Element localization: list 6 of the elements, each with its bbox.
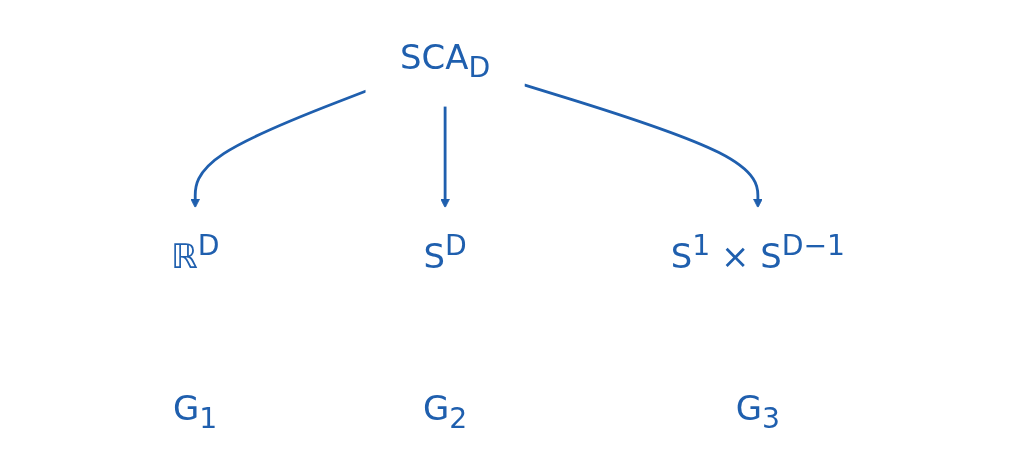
node-text: S$^{D}$ G$_{2}$ <box>422 229 468 435</box>
node-text: ℝ$^{D}$ G$_{1}$ <box>170 229 220 435</box>
node-text: S$^{1}$ × S$^{D−1}$ G$_{3}$ <box>670 229 846 435</box>
arrow <box>190 89 367 209</box>
node-text: SCA$_{D}$ <box>400 37 491 84</box>
arrow <box>440 106 451 209</box>
